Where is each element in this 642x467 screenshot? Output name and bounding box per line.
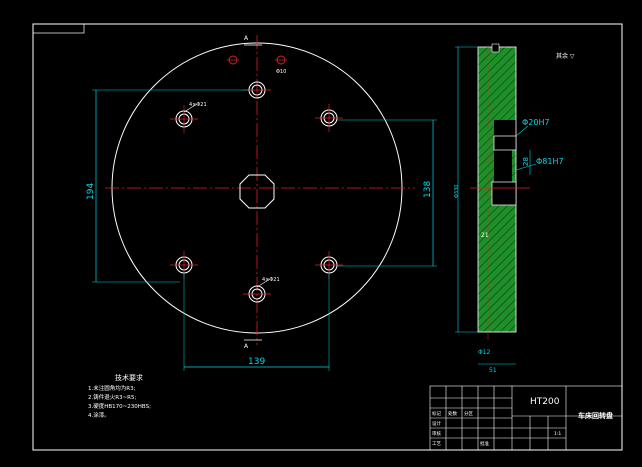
bore-81-outline — [491, 181, 517, 206]
title-cell-2: 标记 — [432, 410, 441, 417]
center-octagon-bore — [239, 174, 275, 209]
dim-51-text: 51 — [489, 367, 497, 374]
dim-28-text: 28 — [522, 157, 530, 166]
hole-label-upper: 4×Φ21 — [189, 102, 207, 108]
title-cell-5: 设计 — [432, 420, 441, 427]
roughness-note: 其余 ▽ — [556, 52, 575, 60]
pin-hole-left — [227, 55, 239, 65]
bore-20-outline — [493, 135, 517, 151]
small-hole-label: Φ10 — [276, 69, 286, 75]
dim-330-text: Φ330 — [454, 185, 460, 198]
bolt-hole-upper-left — [170, 105, 198, 133]
dim-bottom-small: Φ12 — [478, 349, 491, 356]
pin-hole-right — [275, 55, 287, 65]
leader-hole-2 — [256, 278, 271, 288]
section-hatch-lower — [478, 205, 516, 332]
leader-hole-1 — [183, 103, 198, 113]
dim-138: 138 — [337, 119, 437, 267]
title-cell-1: 1:1 — [554, 431, 561, 437]
bolt-hole-upper-right — [315, 104, 343, 132]
dim-194: 194 — [86, 89, 250, 283]
dim-139-text: 139 — [248, 357, 265, 367]
title-cell-7: 工艺 — [432, 441, 441, 447]
title-cell-3: 处数 — [448, 410, 457, 417]
tech-heading: 技术要求 — [115, 373, 143, 382]
title-cell-8: 批准 — [480, 440, 489, 447]
section-hatch-left-mid — [478, 182, 492, 205]
title-block — [429, 385, 623, 451]
leader-bore-20 — [515, 125, 529, 137]
bolt-hole-lower-left — [170, 251, 198, 279]
title-cell-6: 审核 — [432, 430, 441, 437]
bolt-hole-bottom — [243, 285, 271, 303]
title-cell-4: 分区 — [464, 410, 473, 417]
dim-21-text: 21 — [481, 232, 489, 239]
hole-label-lower: 4×Φ21 — [262, 277, 280, 283]
drawing-border — [32, 23, 623, 451]
tech-item-3: 3.硬度HB170~230HBS; — [88, 402, 151, 410]
bore-81-text: Φ81H7 — [536, 157, 564, 166]
section-hatch-mid-right — [512, 150, 516, 182]
dim-139: 139 — [183, 272, 330, 371]
section-mark-a-bottom: A — [244, 343, 249, 350]
top-left-label-box — [32, 23, 85, 34]
top-notch — [491, 43, 500, 53]
bore-20-text: Φ20H7 — [522, 118, 550, 127]
part-name-text: 车床回转盘 — [578, 411, 613, 420]
tech-requirements: 技术要求 1.未注圆角均为R3; 2.铸件退火R3~R5; 3.硬度HB170~… — [88, 373, 151, 419]
side-section-view: Φ330 51 Φ12 Φ20H7 Φ81H7 28 21 其余 ▽ — [454, 43, 575, 374]
section-mark-a-top: A — [244, 35, 249, 42]
dim-194-text: 194 — [86, 183, 96, 200]
dim-138-text: 138 — [423, 181, 433, 198]
material-text: HT200 — [530, 397, 560, 407]
leader-bore-81 — [515, 163, 537, 171]
tech-item-2: 2.铸件退火R3~R5; — [88, 393, 136, 401]
tech-item-4: 4.涂漆。 — [88, 411, 110, 419]
front-view: A A 4×Φ21 4×Φ21 Φ10 194 138 139 — [86, 35, 437, 371]
section-hatch-upper — [478, 47, 516, 120]
section-hatch-mid — [478, 120, 494, 182]
tech-item-1: 1.未注圆角均为R3; — [88, 384, 136, 392]
